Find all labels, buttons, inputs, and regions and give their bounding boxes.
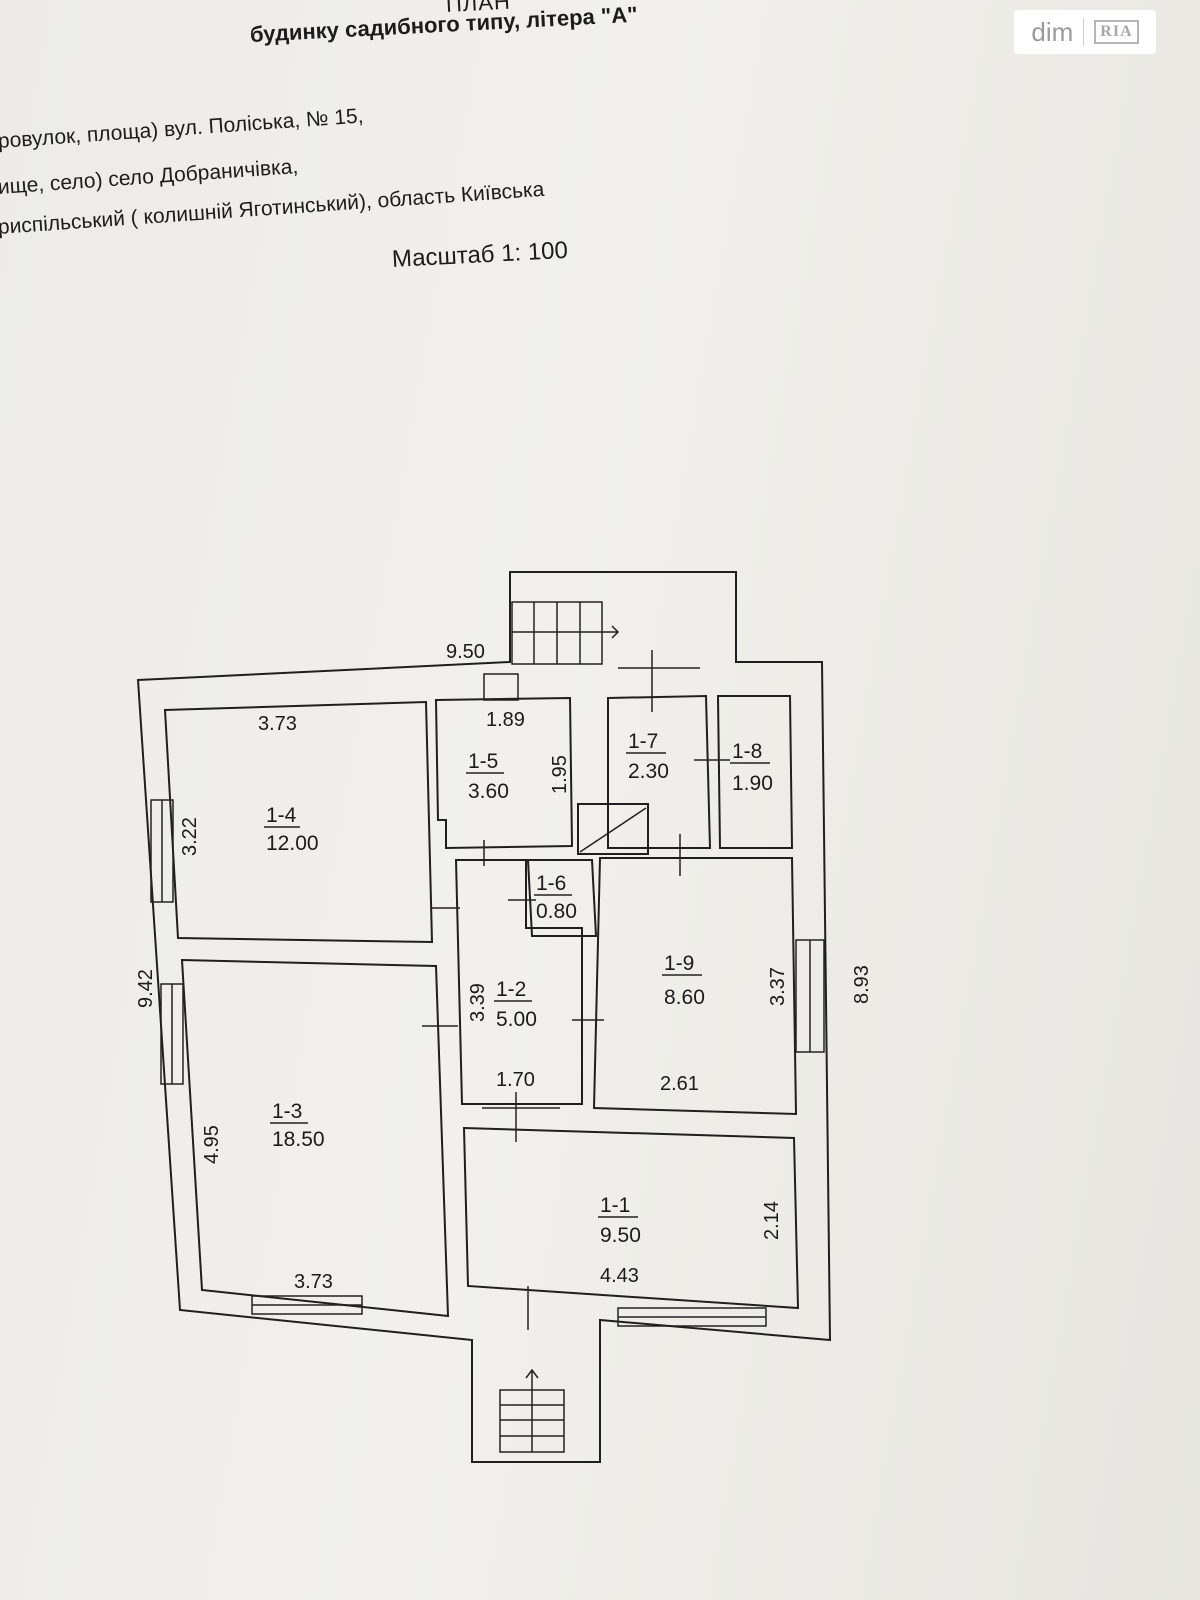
room-1-5-id: 1-5 (468, 750, 498, 773)
room-1-6-area: 0.80 (536, 900, 577, 923)
room-1-3-width: 4.95 (201, 1125, 223, 1164)
room-1-9 (592, 857, 798, 1116)
watermark-ria-text: RIA (1094, 20, 1139, 44)
rear-stairs (511, 601, 620, 665)
watermark-dim-text: dim (1031, 16, 1074, 47)
room-1-1-width: 2.14 (761, 1201, 783, 1240)
room-1-4 (163, 700, 434, 944)
room-1-7 (607, 694, 712, 849)
room-1-6-id: 1-6 (536, 872, 566, 895)
overall-height-left: 9.42 (135, 969, 157, 1008)
room-1-6 (526, 859, 598, 937)
room-1-1-area: 9.50 (600, 1224, 641, 1247)
room-1-3-length: 3.73 (294, 1271, 333, 1293)
window-room-1-3-front (251, 1295, 363, 1315)
door-marks (422, 650, 730, 1330)
room-1-9-width: 3.37 (767, 967, 789, 1006)
dimria-watermark-logo: dim RIA (1014, 10, 1156, 54)
room-1-9-length: 2.61 (660, 1073, 699, 1095)
overall-height-right: 8.93 (851, 965, 873, 1004)
room-1-1-id: 1-1 (600, 1194, 630, 1217)
room-1-8 (716, 695, 794, 849)
room-1-4-id: 1-4 (266, 804, 297, 827)
room-1-3-id: 1-3 (272, 1100, 302, 1123)
room-1-4-width: 3.22 (179, 817, 201, 856)
room-1-5-width: 1.95 (549, 755, 571, 794)
room-1-4-area: 12.00 (266, 832, 319, 855)
room-1-8-area: 1.90 (732, 772, 773, 795)
room-1-2-length: 1.70 (496, 1069, 535, 1091)
room-1-2-area: 5.00 (496, 1008, 537, 1031)
overall-width-top: 9.50 (446, 641, 485, 663)
window-room-1-1 (617, 1307, 767, 1327)
room-1-2 (454, 859, 583, 1105)
room-1-2-id: 1-2 (496, 978, 526, 1001)
window-room-1-5 (483, 673, 519, 701)
room-1-7-id: 1-7 (628, 730, 658, 753)
outer-wall-outline (136, 571, 832, 1463)
room-1-5 (434, 696, 574, 850)
front-stairs (499, 1368, 565, 1453)
room-1-4-length: 3.73 (258, 713, 297, 735)
room-1-7-area: 2.30 (628, 760, 669, 783)
room-1-3-area: 18.50 (272, 1128, 325, 1151)
window-room-1-4 (150, 799, 174, 903)
watermark-divider (1083, 18, 1085, 46)
room-1-2-width: 3.39 (467, 983, 489, 1022)
room-1-9-id: 1-9 (664, 952, 694, 975)
room-1-9-area: 8.60 (664, 986, 705, 1009)
room-1-3 (180, 958, 450, 1318)
room-1-5-length: 1.89 (486, 709, 525, 731)
room-1-1 (462, 1126, 800, 1310)
room-1-5-area: 3.60 (468, 780, 509, 803)
window-room-1-9 (795, 939, 825, 1053)
room-1-8-id: 1-8 (732, 740, 762, 763)
room-1-1-length: 4.43 (600, 1265, 639, 1287)
window-room-1-3-side (160, 983, 184, 1085)
chimney (577, 803, 649, 855)
